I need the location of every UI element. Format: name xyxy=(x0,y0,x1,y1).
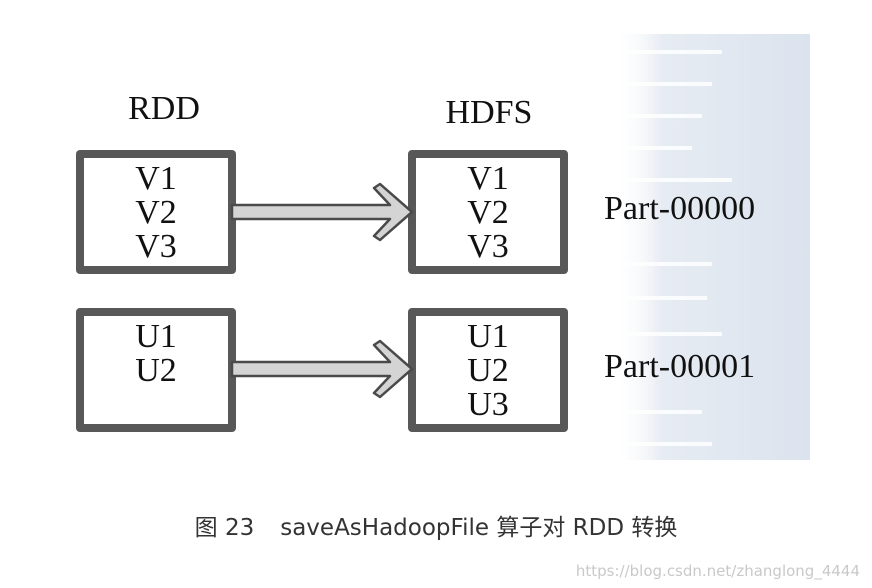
rdd-partition-1-box: V1 V2 V3 xyxy=(76,150,236,274)
rdd-partition-2-item: U2 xyxy=(135,352,177,389)
hdfs-file-2-item: U3 xyxy=(467,386,509,423)
hdfs-file-1-name: Part-00000 xyxy=(604,190,756,227)
rdd-partition-2-box: U1 U2 xyxy=(76,308,236,432)
hdfs-file-2-name: Part-00001 xyxy=(604,348,756,385)
rdd-partition-2-item: U1 xyxy=(135,318,177,355)
figure-caption: 图 23 saveAsHadoopFile 算子对 RDD 转换 xyxy=(0,508,872,542)
hdfs-file-2-item: U1 xyxy=(467,318,509,355)
watermark: https://blog.csdn.net/zhanglong_4444 xyxy=(575,562,860,580)
rdd-partition-1-item: V2 xyxy=(135,194,177,231)
arrow-partition-1 xyxy=(230,182,414,242)
rdd-partition-1-item: V3 xyxy=(135,228,177,265)
hdfs-file-1-item: V2 xyxy=(467,194,509,231)
hdfs-file-1-item: V1 xyxy=(467,160,509,197)
rdd-partition-1-item: V1 xyxy=(135,160,177,197)
rdd-heading: RDD xyxy=(128,90,200,127)
arrow-partition-2 xyxy=(230,339,414,399)
hdfs-file-2-item: U2 xyxy=(467,352,509,389)
hdfs-heading: HDFS xyxy=(445,94,533,131)
figure-number: 图 23 xyxy=(194,515,255,541)
hdfs-file-1-item: V3 xyxy=(467,228,509,265)
figure-caption-text: saveAsHadoopFile 算子对 RDD 转换 xyxy=(280,515,678,541)
hdfs-background-strip xyxy=(612,34,810,460)
